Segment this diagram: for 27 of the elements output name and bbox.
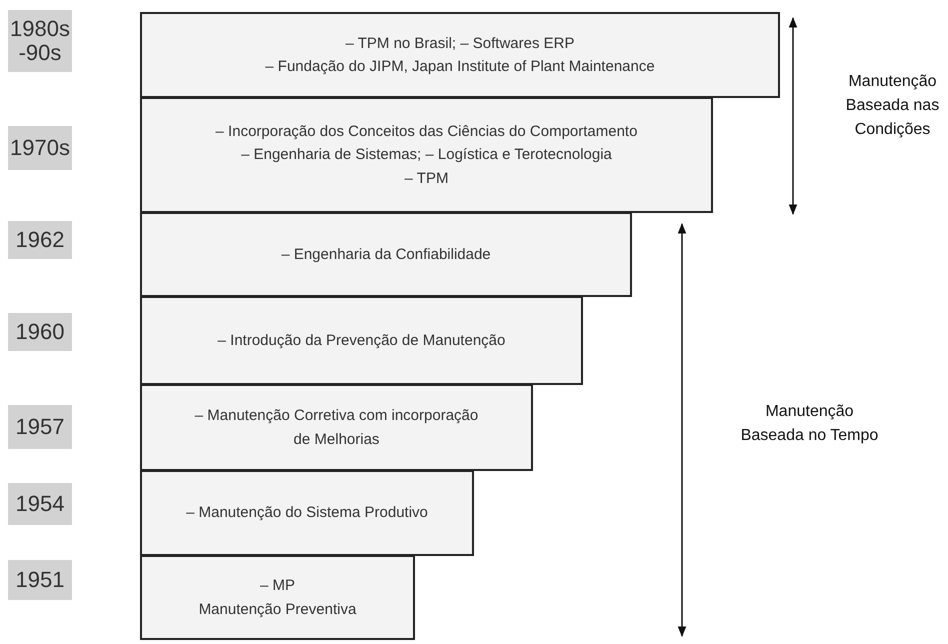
bar-text: – MP: [258, 576, 296, 596]
year-label: 1980s -90s: [8, 10, 72, 72]
bar-text: Manutenção Preventiva: [198, 600, 358, 620]
year-label: 1970s: [8, 126, 72, 170]
bar-text: – Fundação do JIPM, Japan Institute of Plant Maintenance: [264, 57, 656, 77]
bar-text: – TPM no Brasil; – Softwares ERP: [344, 34, 576, 54]
period-label: Manutenção Baseada nas Condições: [844, 72, 940, 140]
year-label: 1962: [8, 221, 72, 259]
year-label: 1960: [8, 313, 72, 351]
timeline-bar: [140, 555, 415, 640]
year-label: 1954: [8, 483, 72, 525]
timeline-bar: [140, 296, 583, 385]
timeline-bar: [140, 470, 474, 556]
period-label: Manutenção Baseada no Tempo: [740, 402, 880, 446]
bar-text: – Engenharia de Sistemas; – Logística e Terotecnologia: [240, 145, 613, 166]
bar-text: – TPM: [404, 168, 450, 189]
bar-text: – Incorporação dos Conceitos das Ciências do Comportamento: [214, 122, 638, 142]
bar-text: – Manutenção Corretiva com incorporação de Melhorias: [194, 406, 480, 450]
year-label: 1957: [8, 405, 72, 449]
timeline-bar: [140, 97, 713, 213]
timeline-bar: [140, 384, 533, 471]
timeline-bar: [140, 12, 780, 98]
year-label: 1951: [8, 560, 72, 600]
timeline-bar: [140, 212, 632, 297]
bar-text: – Introdução da Prevenção de Manutenção: [216, 330, 506, 351]
bar-text: – Engenharia da Confiabilidade: [280, 244, 492, 265]
bar-text: – Manutenção do Sistema Produtivo: [185, 503, 429, 524]
